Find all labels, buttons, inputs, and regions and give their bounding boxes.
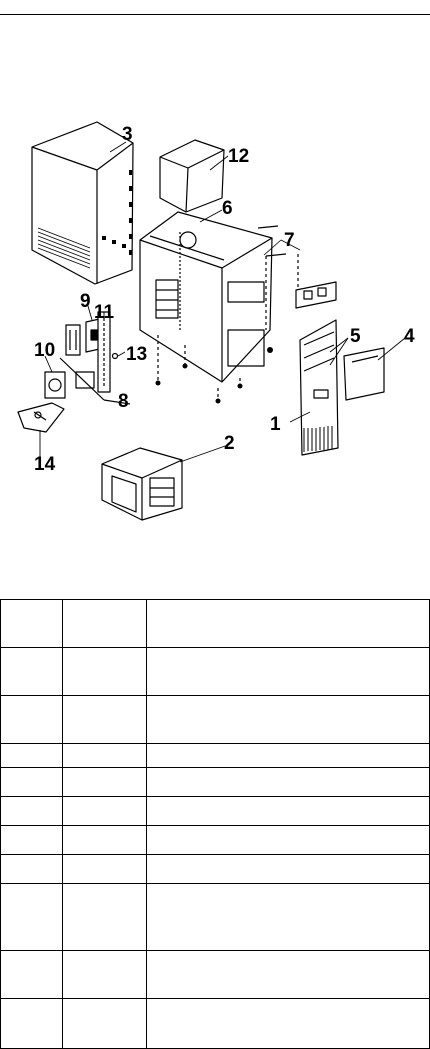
leader-lines bbox=[39, 141, 406, 463]
index-cell bbox=[0, 743, 63, 768]
chassis-illustration bbox=[139, 211, 273, 404]
description-cell bbox=[146, 796, 430, 826]
description-cell bbox=[146, 647, 430, 696]
description-cell bbox=[146, 825, 430, 855]
table-row bbox=[0, 950, 430, 999]
index-cell bbox=[0, 825, 63, 855]
index-cell bbox=[0, 796, 63, 826]
part-number-cell bbox=[62, 796, 147, 826]
part-number-cell bbox=[62, 998, 147, 1049]
index-cell bbox=[0, 599, 63, 648]
callout-9: 9 bbox=[80, 291, 91, 312]
table-row bbox=[0, 647, 430, 696]
part-number-cell bbox=[62, 695, 147, 744]
part-number-cell bbox=[62, 767, 147, 797]
parts-list-table bbox=[0, 599, 430, 1049]
description-cell bbox=[146, 998, 430, 1049]
table-row bbox=[0, 743, 430, 768]
callout-5: 5 bbox=[350, 326, 361, 347]
table-row bbox=[0, 883, 430, 951]
index-cell bbox=[0, 883, 63, 951]
exploded-view-diagram: 3 12 6 7 5 4 9 11 10 13 8 1 2 14 bbox=[17, 121, 415, 521]
callout-14: 14 bbox=[34, 454, 56, 475]
index-cell bbox=[0, 695, 63, 744]
callout-8: 8 bbox=[118, 391, 129, 412]
callout-7: 7 bbox=[284, 230, 295, 251]
screws-bracket-illustration bbox=[257, 225, 337, 330]
table-row bbox=[0, 767, 430, 797]
callout-12: 12 bbox=[228, 146, 249, 167]
front-bezel-illustration bbox=[299, 319, 339, 456]
description-cell bbox=[146, 695, 430, 744]
part-number-cell bbox=[62, 950, 147, 999]
part-number-cell bbox=[62, 743, 147, 768]
door-panel-illustration bbox=[343, 347, 385, 401]
top-rule bbox=[0, 14, 430, 15]
part-number-cell bbox=[62, 883, 147, 951]
part-number-cell bbox=[62, 854, 147, 884]
callout-2: 2 bbox=[224, 433, 235, 454]
description-cell bbox=[146, 767, 430, 797]
drive-cage-illustration bbox=[101, 447, 183, 521]
parts-table-body bbox=[0, 599, 430, 1049]
index-cell bbox=[0, 767, 63, 797]
table-row bbox=[0, 825, 430, 855]
part-number-cell bbox=[62, 647, 147, 696]
description-cell bbox=[146, 599, 430, 648]
callout-13: 13 bbox=[126, 344, 147, 365]
index-cell bbox=[0, 854, 63, 884]
callout-6: 6 bbox=[222, 198, 233, 219]
part-number-cell bbox=[62, 825, 147, 855]
board-assembly-illustration bbox=[44, 311, 131, 405]
part-number-cell bbox=[62, 599, 147, 648]
table-row bbox=[0, 796, 430, 826]
table-row bbox=[0, 854, 430, 884]
callout-4: 4 bbox=[404, 326, 415, 347]
callout-11: 11 bbox=[94, 302, 115, 323]
box-component-illustration bbox=[159, 139, 225, 213]
index-cell bbox=[0, 950, 63, 999]
bracket-illustration bbox=[17, 402, 65, 433]
index-cell bbox=[0, 647, 63, 696]
description-cell bbox=[146, 743, 430, 768]
callout-10: 10 bbox=[34, 340, 55, 361]
side-cover-illustration bbox=[31, 121, 134, 285]
index-cell bbox=[0, 998, 63, 1049]
table-row bbox=[0, 695, 430, 744]
table-row bbox=[0, 599, 430, 648]
description-cell bbox=[146, 883, 430, 951]
description-cell bbox=[146, 950, 430, 999]
table-row bbox=[0, 998, 430, 1049]
callout-1: 1 bbox=[270, 414, 281, 435]
description-cell bbox=[146, 854, 430, 884]
callout-3: 3 bbox=[122, 124, 133, 145]
